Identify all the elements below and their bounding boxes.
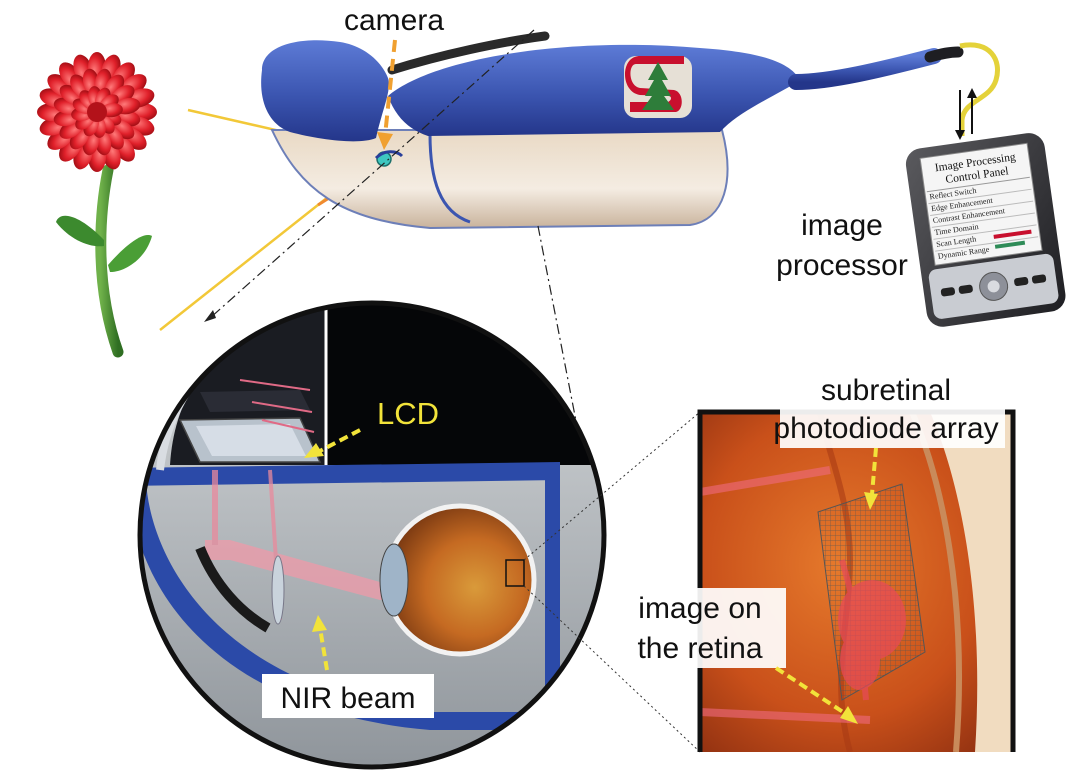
flower-leaf-right	[108, 235, 152, 272]
lcd-label: LCD	[377, 396, 439, 431]
nir-label-box	[262, 674, 434, 718]
flower-stem	[95, 164, 124, 358]
housing-shelf	[140, 462, 560, 486]
goggles-illustration	[261, 31, 964, 230]
camera-callout-arrowhead	[377, 132, 393, 150]
goggle-cutaway-circle	[110, 300, 607, 770]
guide-left-arrowhead	[204, 310, 216, 322]
housing-outer-curve	[140, 480, 560, 730]
goggles-left-pod	[261, 40, 389, 142]
beam-bottom	[700, 708, 871, 724]
flower-head	[37, 52, 157, 172]
photodiode-label-1: subretinal	[821, 374, 951, 407]
goggles-right-arm	[788, 48, 942, 90]
sclera-layer	[930, 412, 1013, 752]
processor-button-2[interactable]	[958, 284, 973, 294]
processor-button-4[interactable]	[1031, 274, 1047, 284]
projected-flower-image	[838, 559, 906, 701]
nir-callout: NIR beam	[262, 615, 434, 718]
camera-callout-arrow	[383, 39, 397, 137]
beam-top	[700, 466, 831, 496]
lcd-rays	[239, 379, 315, 433]
zoom-connectors	[523, 411, 701, 753]
retina-zoom-panel	[697, 409, 1016, 752]
zoom-source-box	[505, 559, 525, 587]
visor-divider	[428, 133, 471, 224]
temple-arm-left	[387, 31, 550, 75]
camera-label: camera	[344, 4, 444, 37]
photodiode-label-bg	[780, 372, 1005, 448]
panel-slider-red[interactable]	[993, 229, 1032, 239]
stanford-logo	[624, 56, 692, 118]
panel-slider-green[interactable]	[994, 240, 1026, 249]
nir-beam-label: NIR beam	[280, 682, 415, 715]
flower-leaf-left	[56, 215, 104, 247]
housing-right-wall	[545, 470, 560, 720]
camera-bridge	[374, 150, 404, 160]
eye-cornea	[379, 543, 409, 617]
retina-image-callout: image on the retina	[616, 588, 858, 724]
processor-cable	[959, 42, 1000, 136]
flower-center	[87, 102, 107, 122]
goggles-right-tip	[924, 46, 964, 63]
guide-line-left	[209, 29, 535, 319]
flower-illustration	[37, 52, 157, 358]
image-processor-label-1: image	[801, 209, 883, 242]
image-processor-label-2: processor	[776, 249, 908, 282]
photodiode-callout: subretinal photodiode array	[773, 372, 1005, 510]
cutaway-circle-border	[137, 300, 607, 770]
retina-label-2: the retina	[637, 632, 762, 665]
goggles-visor-lens	[270, 129, 729, 230]
retina-label-bg	[616, 588, 786, 668]
lens	[271, 555, 285, 625]
mirror	[195, 546, 271, 633]
retina-label-1: image on	[638, 592, 761, 625]
goggles-top-band	[388, 44, 800, 136]
processor-button-1[interactable]	[940, 287, 956, 297]
processor-button-3[interactable]	[1014, 276, 1029, 287]
photodiode-label-2: photodiode array	[773, 412, 998, 445]
image-processor-device: Image Processing Control Panel Reflect S…	[905, 42, 1066, 327]
lcd-callout: LCD	[304, 396, 439, 458]
side-connector	[110, 488, 140, 526]
